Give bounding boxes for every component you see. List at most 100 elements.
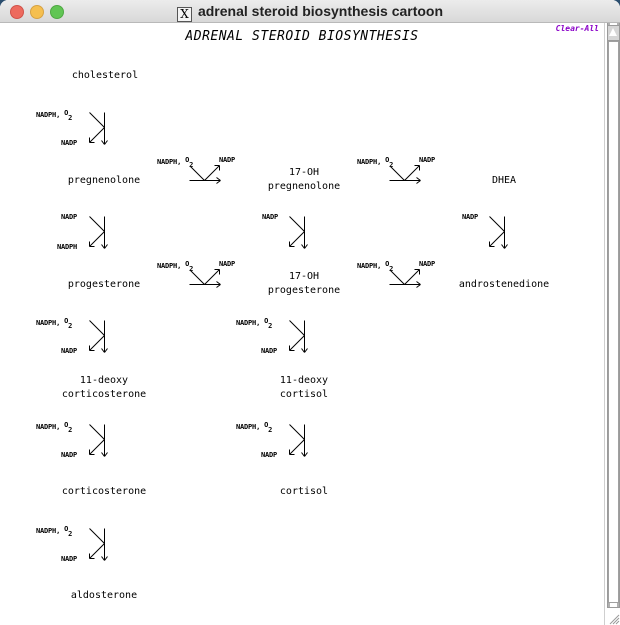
arrowhead	[104, 244, 108, 249]
x11-icon: X	[176, 7, 192, 22]
clear-all-button[interactable]: Clear-All	[555, 24, 599, 33]
cofactor-nadph: NADPH,	[36, 111, 61, 119]
arrowhead	[104, 452, 108, 457]
compound-androstenedione[interactable]: androstenedione	[458, 279, 550, 290]
compound-aldosterone[interactable]: aldosterone	[70, 590, 138, 601]
arrowhead	[304, 244, 308, 249]
arrowhead	[304, 348, 308, 353]
arrowhead	[301, 348, 305, 353]
cofactor-subscript: 2	[189, 161, 194, 169]
cofactor-in-line	[489, 216, 505, 232]
diagram-heading: ADRENAL STEROID BIOSYNTHESIS	[185, 29, 419, 44]
cofactor-in: NADPH, O2	[36, 317, 72, 330]
cofactor-in: NADPH, O2	[36, 525, 72, 538]
compound-dhea[interactable]: DHEA	[491, 175, 517, 186]
resize-grip-icon[interactable]	[607, 611, 620, 625]
cofactor-nadph: NADPH,	[236, 423, 261, 431]
cofactor-subscript: 2	[389, 161, 394, 169]
cofactor-subscript: 2	[189, 265, 194, 273]
arrowhead	[216, 180, 221, 184]
minimize-button[interactable]	[30, 5, 44, 19]
compound-11-deoxycortisol[interactable]: 11-deoxy cortisol	[279, 375, 329, 400]
scrollbar-thumb[interactable]	[608, 41, 619, 603]
cofactor-nadph: NADPH,	[157, 158, 182, 166]
arrowhead	[101, 140, 105, 145]
cofactor-out: NADP	[261, 451, 278, 459]
arrowhead	[101, 348, 105, 353]
maximize-button[interactable]	[50, 5, 64, 19]
cofactor-o: O	[64, 525, 69, 533]
cofactor-o: O	[264, 421, 269, 429]
cofactor-out: NADP	[61, 139, 78, 147]
cofactor-in-line	[89, 112, 105, 128]
cofactor-in-line	[289, 216, 305, 232]
cofactor-out-line	[89, 127, 105, 143]
arrowhead	[416, 281, 421, 285]
cofactor-in-line	[89, 216, 105, 232]
drawing-canvas[interactable]: ADRENAL STEROID BIOSYNTHESIS Clear-All c…	[0, 23, 604, 625]
cofactor-out-line	[89, 543, 105, 559]
cofactor-in: NADPH, O2	[36, 109, 72, 122]
cofactor-out: NADP	[61, 451, 78, 459]
cofactor-in: NADPH, O2	[36, 421, 72, 434]
compound-pregnenolone[interactable]: pregnenolone	[67, 175, 141, 186]
scroll-up-arrow-icon[interactable]	[607, 25, 620, 41]
cofactor-out: NADPH	[57, 243, 78, 251]
cofactor-out-line	[89, 335, 105, 351]
compound-11-deoxycorticosterone[interactable]: 11-deoxy corticosterone	[61, 375, 147, 400]
compound-progesterone[interactable]: progesterone	[67, 279, 141, 290]
cofactor-o: O	[385, 156, 390, 164]
cofactor-nadph: NADPH,	[36, 319, 61, 327]
cofactor-out: NADP	[61, 555, 78, 563]
cofactor-subscript: 2	[68, 530, 73, 538]
cofactor-nadph: NADPH,	[157, 262, 182, 270]
cofactor-in: NADPH, O2	[357, 260, 393, 273]
arrowhead	[304, 452, 308, 457]
close-button[interactable]	[10, 5, 24, 19]
cofactor-o: O	[64, 317, 69, 325]
cofactor-nadph: NADPH,	[236, 319, 261, 327]
cofactor-out-line	[204, 269, 220, 285]
cofactor-in: NADPH, O2	[157, 260, 193, 273]
cofactor-in: NADP	[61, 213, 78, 221]
arrowhead	[216, 284, 221, 288]
arrowhead	[101, 556, 105, 561]
cofactor-in-line	[289, 424, 305, 440]
cofactor-out: NADP	[61, 347, 78, 355]
cofactor-in: NADPH, O2	[236, 421, 272, 434]
arrowhead	[216, 177, 221, 181]
arrowhead	[501, 244, 505, 249]
arrowhead	[104, 556, 108, 561]
cofactor-out-line	[89, 231, 105, 247]
arrowhead	[416, 180, 421, 184]
compound-cholesterol[interactable]: cholesterol	[71, 70, 139, 81]
cofactor-subscript: 2	[268, 322, 273, 330]
cofactor-subscript: 2	[68, 322, 73, 330]
arrowhead	[301, 244, 305, 249]
compound-corticosterone[interactable]: corticosterone	[61, 486, 147, 497]
cofactor-in-line	[89, 528, 105, 544]
arrowhead	[216, 281, 221, 285]
cofactor-out-line	[204, 165, 220, 181]
cofactor-out-line	[489, 231, 505, 247]
cofactor-out-line	[404, 269, 420, 285]
cofactor-out: NADP	[261, 347, 278, 355]
cofactor-out-line	[89, 439, 105, 455]
cofactor-in: NADP	[462, 213, 479, 221]
arrowhead	[104, 140, 108, 145]
arrowhead	[101, 452, 105, 457]
compound-17oh-progesterone[interactable]: 17-OH progesterone	[267, 271, 341, 296]
cofactor-subscript: 2	[68, 426, 73, 434]
arrowhead	[104, 348, 108, 353]
compound-cortisol[interactable]: cortisol	[279, 486, 329, 497]
cofactor-in: NADP	[262, 213, 279, 221]
cofactor-nadph: NADPH,	[357, 158, 382, 166]
cofactor-o: O	[385, 260, 390, 268]
reaction-arrows	[89, 112, 508, 561]
cofactor-out: NADP	[219, 260, 236, 268]
compound-17oh-pregnenolone[interactable]: 17-OH pregnenolone	[267, 167, 341, 192]
vertical-scrollbar[interactable]	[604, 23, 620, 625]
cofactor-nadph: NADPH,	[357, 262, 382, 270]
